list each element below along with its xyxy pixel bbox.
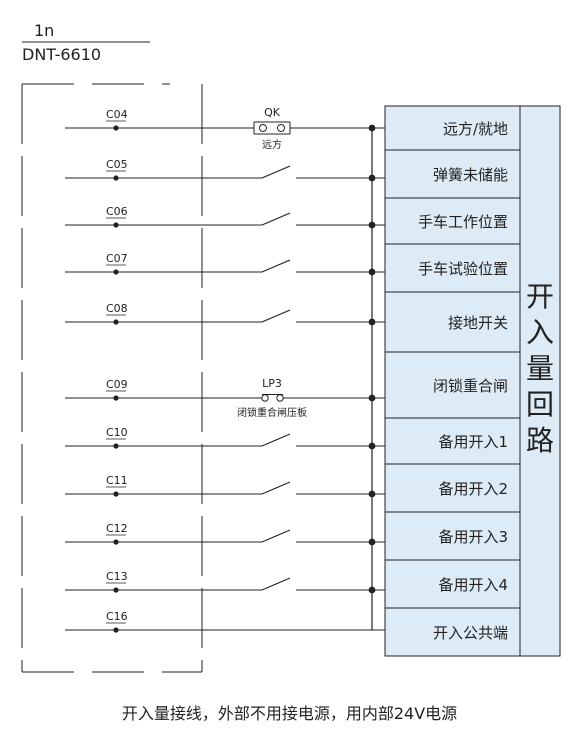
terminal-label: C04 — [106, 108, 128, 121]
device-boundary — [21, 83, 203, 673]
device-model: DNT-6610 — [22, 45, 101, 64]
group-label-char: 量 — [526, 352, 554, 385]
signal-label: 手车工作位置 — [418, 213, 508, 231]
row-c12: 备用开入3 C12 — [65, 511, 520, 546]
qk-contact-right — [277, 124, 285, 132]
signal-label: 备用开入4 — [438, 576, 508, 594]
row-c04: 远方/就地 C04 QK 远方 — [65, 106, 508, 151]
signal-label: 备用开入3 — [438, 528, 508, 546]
group-label-char: 路 — [526, 424, 554, 457]
terminal-label: C13 — [106, 570, 128, 583]
terminal-label: C16 — [106, 610, 128, 623]
lp-label: LP3 — [262, 377, 282, 390]
qk-sub-label: 远方 — [262, 138, 282, 151]
signal-label: 闭锁重合闸 — [433, 377, 508, 395]
terminal-dot — [113, 627, 119, 633]
switch-contact — [261, 259, 291, 273]
switch-contact — [261, 577, 291, 591]
terminal-dot — [113, 319, 119, 325]
row-c05: 弹簧未储能 C05 — [65, 149, 520, 184]
switch-contact — [261, 433, 291, 447]
terminal-label: C05 — [106, 158, 128, 171]
terminal-dot — [113, 491, 119, 497]
row-c16: 开入公共端 C16 — [65, 607, 520, 642]
lp-contact-right — [276, 394, 284, 402]
switch-contact — [261, 309, 291, 323]
terminal-label: C06 — [106, 205, 128, 218]
row-c10: 备用开入1 C10 — [65, 417, 520, 451]
terminal-dot — [113, 395, 119, 401]
terminal-label: C07 — [106, 252, 128, 265]
terminal-label: C11 — [106, 474, 128, 487]
lp-sub-label: 闭锁重合闸压板 — [237, 406, 307, 419]
switch-contact — [261, 529, 291, 543]
group-label-char: 入 — [526, 316, 554, 349]
row-c11: 备用开入2 C11 — [65, 463, 520, 498]
row-c13: 备用开入4 C13 — [65, 559, 520, 594]
terminal-dot — [113, 222, 119, 228]
signal-label: 备用开入1 — [438, 433, 508, 451]
wiring-note: 开入量接线，外部不用接电源，用内部24V电源 — [121, 704, 458, 723]
switch-contact — [261, 165, 291, 179]
signal-label: 远方/就地 — [443, 120, 508, 138]
switch-contact — [261, 212, 291, 226]
terminal-label: C12 — [106, 522, 128, 535]
row-c08: 接地开关 C08 — [65, 291, 520, 332]
terminal-label: C09 — [106, 378, 128, 391]
signal-label: 开入公共端 — [433, 624, 508, 642]
row-c07: 手车试验位置 C07 — [65, 243, 520, 278]
qk-label: QK — [264, 106, 281, 119]
signal-label: 备用开入2 — [438, 480, 508, 498]
terminal-label: C08 — [106, 302, 128, 315]
row-c06: 手车工作位置 C06 — [65, 197, 520, 231]
lp-contact-left — [261, 394, 269, 402]
row-c09: 闭锁重合闸 C09 LP3 闭锁重合闸压板 — [65, 351, 520, 419]
terminal-dot — [113, 539, 119, 545]
terminal-dot — [113, 587, 119, 593]
terminal-dot — [113, 443, 119, 449]
device-id: 1n — [34, 21, 54, 40]
group-label-char: 回 — [526, 388, 554, 421]
signal-label: 接地开关 — [448, 314, 508, 332]
switch-contact — [261, 481, 291, 495]
signal-label: 手车试验位置 — [418, 260, 508, 278]
signal-label: 弹簧未储能 — [433, 166, 508, 184]
qk-contact-left — [259, 124, 267, 132]
group-label-char: 开 — [526, 280, 554, 313]
terminal-label: C10 — [106, 426, 128, 439]
terminal-dot — [113, 175, 119, 181]
terminal-dot — [113, 125, 119, 131]
terminal-dot — [113, 269, 119, 275]
